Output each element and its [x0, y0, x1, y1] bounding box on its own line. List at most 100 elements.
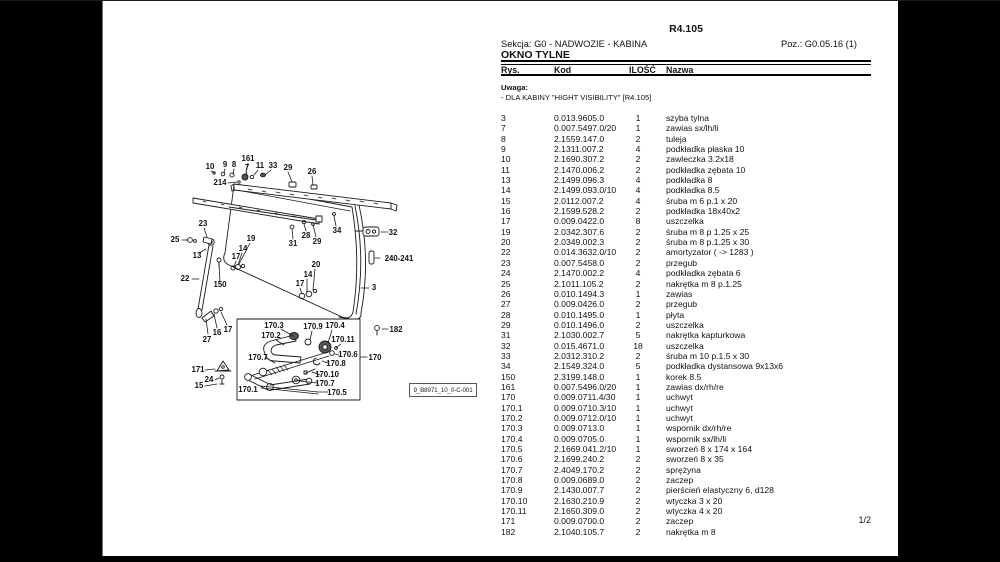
cell-name: nakrętka kapturkowa [666, 330, 746, 341]
cell-kod: 0.007.5458.0 [554, 257, 605, 268]
cell-rys: 19 [501, 226, 511, 237]
cell-name: śruba m 6 p.1 x 20 [666, 195, 738, 206]
cell-kod: 0.009.0712.0/10 [554, 412, 617, 423]
table-column-header: Rys. Kod ILOŚĆ Nazwa [501, 65, 871, 75]
cell-kod: 0.010.1495.0 [554, 309, 605, 320]
cell-rys: 150 [501, 371, 516, 382]
diagram-callout: 170.11 [331, 335, 355, 344]
hinge-rail [192, 197, 336, 230]
cell-kod: 2.1630.210.9 [554, 495, 605, 506]
cell-rys: 29 [501, 319, 511, 330]
cell-rys: 3 [501, 113, 506, 123]
diagram-callout: 11 [256, 161, 265, 170]
cell-kod: 0.014.3632.0/10 [554, 247, 617, 258]
diagram-callout: 14 [239, 244, 248, 253]
cell-rys: 22 [501, 247, 511, 258]
cell-name: wtyczka 4 x 20 [666, 506, 723, 517]
catch-bracket [214, 360, 232, 385]
cell-qty: 1 [635, 392, 641, 403]
cell-kod: 0.009.0700.0 [554, 516, 605, 527]
cell-qty: 4 [635, 175, 641, 186]
cell-kod: 2.1549.324.0 [554, 361, 605, 372]
diagram-callout: 170.8 [326, 359, 346, 368]
cell-rys: 182 [501, 526, 516, 537]
cell-name: śruba m 8 p.1.25 x 30 [666, 237, 750, 248]
cell-name: uszczelka [666, 216, 704, 227]
cell-name: podkładka zębata 6 [666, 268, 741, 279]
cell-name: zawias sx/lh/li [666, 123, 719, 134]
cell-qty: 2 [635, 475, 641, 486]
cell-name: amortyzator ( -> 1283 ) [666, 247, 754, 258]
cell-name: nakrętka m 8 [666, 526, 716, 537]
diagram-callout: 161 [241, 154, 255, 163]
cell-kod: 0.007.5496.0/20 [554, 381, 617, 392]
cell-kod: 2.1699.240.2 [554, 454, 605, 465]
cell-name: wspornik sx/lh/li [666, 433, 727, 444]
diagram-callout: 170.9 [303, 322, 323, 331]
cell-rys: 170.2 [501, 412, 523, 423]
cell-kod: 2.0349.002.3 [554, 237, 605, 248]
cell-qty: 4 [635, 268, 641, 279]
cell-name: zawias [666, 288, 693, 299]
cell-name: podkładka 8.5 [666, 185, 720, 196]
cell-qty: 1 [635, 288, 641, 299]
note-label: Uwaga: [501, 83, 529, 92]
cell-kod: 2.1690.307.2 [554, 154, 605, 165]
diagram-callout: 10 [206, 162, 215, 171]
diagram-callout: 29 [284, 163, 293, 172]
cell-kod: 2.1499.096.3 [554, 175, 605, 186]
cell-qty: 1 [635, 309, 641, 320]
diagram-callout: 8 [232, 160, 237, 169]
diagram-callout: 17 [224, 325, 233, 334]
drawing-code: 9_B8971_10_0-C-001 [413, 386, 473, 394]
diagram-callout: 22 [181, 274, 190, 283]
cell-kod: 2.1559.147.0 [554, 133, 605, 144]
cell-rys: 16 [501, 206, 511, 217]
top-border-line [0, 0, 1000, 1]
cell-rys: 170.9 [501, 485, 523, 496]
lock-icon [354, 226, 380, 237]
cell-kod: 0.009.0713.0 [554, 423, 605, 434]
cell-qty: 1 [635, 381, 641, 392]
diagram-callout: 170.4 [325, 321, 345, 330]
diagram-callout: 9 [223, 160, 228, 169]
cell-qty: 2 [635, 350, 641, 361]
cell-qty: 2 [635, 464, 641, 475]
cell-kod: 2.1669.041.2/10 [554, 444, 617, 454]
diagram-callout: 17 [296, 279, 305, 288]
cell-rys: 17 [501, 216, 511, 227]
cell-name: sprężyna [666, 464, 701, 475]
cell-kod: 2.1030.002.7 [554, 330, 605, 341]
cell-qty: 2 [635, 164, 641, 175]
table-row: 13 2.1499.096.3 4 podkładka 8 [501, 175, 871, 185]
diagram-callout: 17 [232, 252, 241, 261]
cell-name: podkładka 8 [666, 175, 713, 186]
cell-name: podkładka płaska 10 [666, 144, 745, 155]
diagram-callout: 170.3 [264, 321, 284, 330]
cell-rys: 13 [501, 175, 511, 186]
cell-qty: 2 [635, 278, 641, 289]
cell-name: zaczep [666, 475, 694, 486]
cell-rys: 7 [501, 123, 506, 134]
cell-kod: 2.1311.007.2 [554, 144, 604, 155]
diagram-callout: 34 [333, 226, 342, 235]
col-nazwa: Nazwa [666, 65, 694, 75]
cell-kod: 0.009.0689.0 [554, 475, 605, 486]
diagram-callout: 7 [245, 163, 249, 172]
